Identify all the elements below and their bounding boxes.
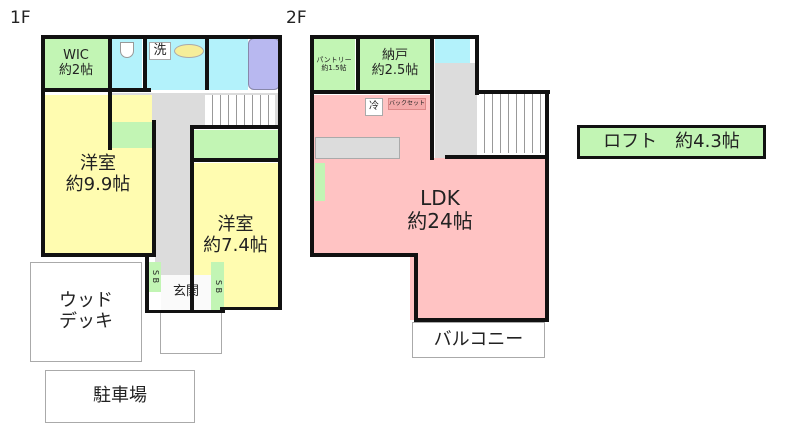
wall xyxy=(414,253,418,321)
balcony: バルコニー xyxy=(412,322,545,358)
room-wic: WIC 約2帖 xyxy=(44,38,108,90)
stairs-1f xyxy=(205,95,275,125)
entrance: 玄関 xyxy=(161,275,211,310)
bath-anteroom xyxy=(208,38,248,90)
shoe-box-1: S B xyxy=(148,262,161,292)
stairs-2f xyxy=(477,93,547,153)
room-area: 約2帖 xyxy=(58,63,94,78)
loft-badge: ロフト 約4.3帖 xyxy=(577,125,766,159)
fridge-label: 冷 xyxy=(369,101,379,113)
sb-label: S B xyxy=(150,270,160,284)
wall xyxy=(310,90,430,94)
wall xyxy=(145,310,225,313)
wall xyxy=(310,253,418,257)
room-name: LDK xyxy=(420,186,460,210)
floor-plan-2f: パントリー 約1.5帖 納戸 約2.5帖 LDK 約24帖 冷 バックセット バ… xyxy=(290,0,560,433)
washroom-name: 洗 xyxy=(153,42,167,58)
closet-1f-b xyxy=(193,130,278,160)
backset: バックセット xyxy=(388,98,426,110)
wall xyxy=(145,255,149,313)
room-name: WIC xyxy=(63,48,89,64)
closet-2f xyxy=(315,163,325,201)
wall xyxy=(414,318,549,322)
room-name: パントリー xyxy=(316,55,352,64)
wall xyxy=(152,120,156,255)
wash-label: 洗 xyxy=(149,42,171,60)
wall xyxy=(475,35,479,95)
floor-label-1f: 1F xyxy=(10,8,31,28)
wall xyxy=(205,35,209,90)
wall xyxy=(356,35,360,93)
room-name: 洋室 xyxy=(217,213,254,235)
room-name: 洋室 xyxy=(80,153,116,175)
floor-plan-1f: WIC 約2帖 洗 洋室 約9.9帖 洋室 約7.4帖 S B 玄関 S B xyxy=(0,0,290,433)
wall xyxy=(310,35,478,39)
loft-label: ロフト 約4.3帖 xyxy=(603,130,740,152)
wood-deck-line2: デッキ xyxy=(59,311,113,332)
wall xyxy=(278,35,282,310)
wall xyxy=(190,158,280,162)
wall xyxy=(41,253,156,257)
wall xyxy=(545,90,549,320)
parking-name: 駐車場 xyxy=(93,385,147,407)
wall xyxy=(41,35,281,39)
backset-label: バックセット xyxy=(389,99,426,107)
bathtub-icon xyxy=(248,38,280,90)
sink-icon xyxy=(174,44,204,58)
wall xyxy=(190,125,280,129)
wall xyxy=(445,155,549,159)
balcony-name: バルコニー xyxy=(433,328,524,350)
wood-deck: ウッド デッキ xyxy=(30,262,142,362)
room-western-9-9: 洋室 約9.9帖 xyxy=(44,95,152,255)
hallway-2f xyxy=(435,63,477,158)
wood-deck-line1: ウッド xyxy=(59,290,113,312)
wall xyxy=(41,35,45,257)
fridge: 冷 xyxy=(365,98,383,116)
wall xyxy=(220,307,282,310)
room-area: 約9.9帖 xyxy=(65,174,131,195)
room-area: 約24帖 xyxy=(407,209,473,233)
room-area: 約2.5帖 xyxy=(371,63,419,78)
room-ldk: LDK 約24帖 xyxy=(380,180,500,240)
wall xyxy=(108,35,112,150)
shoe-box-2: S B xyxy=(211,262,224,312)
porch xyxy=(160,312,222,354)
sb-label: S B xyxy=(213,280,223,294)
toilet-icon xyxy=(120,42,134,58)
room-name: 納戸 xyxy=(381,48,408,64)
kitchen-counter xyxy=(315,137,400,159)
room-storage: 納戸 約2.5帖 xyxy=(360,38,430,90)
floor-label-2f: 2F xyxy=(286,8,307,28)
wall xyxy=(41,88,151,92)
parking: 駐車場 xyxy=(45,370,195,423)
entrance-name: 玄関 xyxy=(172,284,199,300)
room-area: 約1.5帖 xyxy=(321,64,347,72)
wall xyxy=(190,125,194,310)
ldk-lower xyxy=(313,158,545,255)
wall xyxy=(475,90,550,94)
wall xyxy=(310,35,314,257)
corridor-1f xyxy=(155,120,192,275)
ldk-tail xyxy=(410,250,545,320)
wall xyxy=(143,35,147,90)
closet-1f-a xyxy=(112,122,152,148)
room-pantry: パントリー 約1.5帖 xyxy=(313,38,355,90)
room-area: 約7.4帖 xyxy=(203,234,268,256)
wall xyxy=(430,35,434,160)
toilet-2f xyxy=(435,38,470,63)
